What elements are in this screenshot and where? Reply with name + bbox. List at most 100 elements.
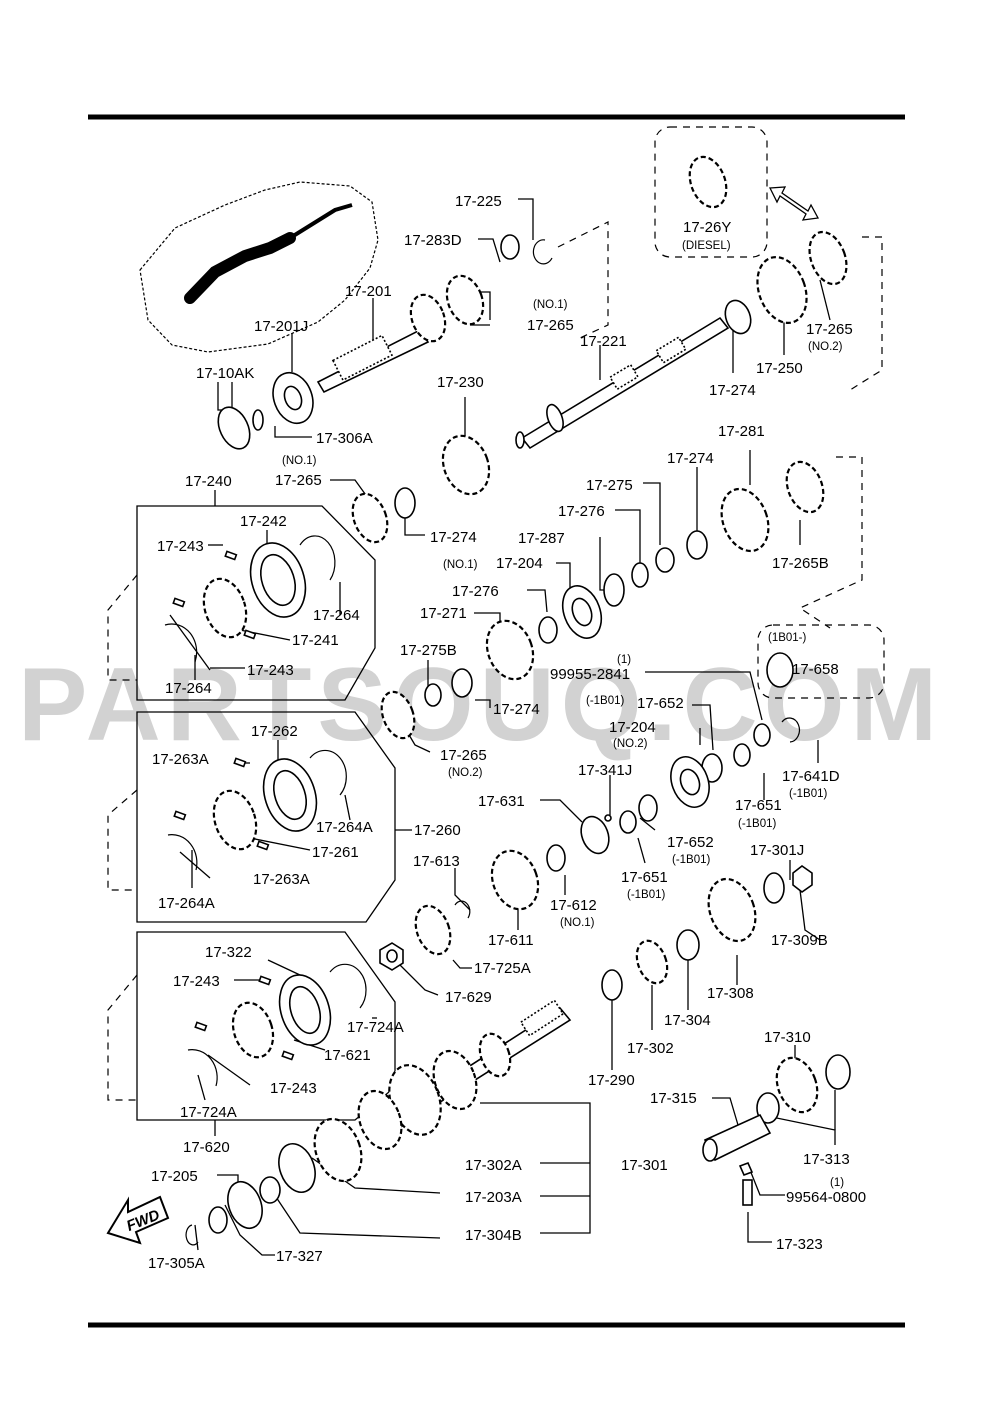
- part-label: 99955-2841: [550, 666, 630, 683]
- gear-icon: [441, 434, 491, 496]
- fwd-arrow-icon: FWD: [106, 1195, 170, 1245]
- bushing-icon: [655, 547, 675, 573]
- synchro-ring-diesel-icon: [688, 155, 728, 209]
- part-label-note: (-1B01): [627, 889, 666, 901]
- part-label: 17-658: [792, 661, 839, 678]
- part-label: 17-265B: [772, 555, 829, 572]
- synchro-hub-icon: [212, 789, 258, 851]
- synchro-hub-icon: [202, 577, 248, 639]
- ball-bearing-icon: [601, 969, 623, 1001]
- part-label: 17-309B: [771, 932, 828, 949]
- transmission-case-outline: [139, 181, 379, 353]
- part-label-note: (NO.2): [448, 767, 483, 779]
- part-label: 17-651: [735, 797, 782, 814]
- part-label: 17-271: [420, 605, 467, 622]
- gear-icon: [720, 487, 770, 553]
- needle-bearing-icon: [394, 487, 416, 519]
- part-label: 17-612: [550, 897, 597, 914]
- washer-icon: [538, 616, 558, 644]
- part-label: 17-724A: [347, 1019, 404, 1036]
- part-label: 17-302: [627, 1040, 674, 1057]
- part-label-note: (DIESEL): [682, 240, 731, 252]
- bolt-icon: [753, 723, 771, 747]
- part-label: 17-203A: [465, 1189, 522, 1206]
- part-label: 17-264: [313, 607, 360, 624]
- bearing-icon: [259, 1176, 281, 1204]
- part-label: 17-621: [324, 1047, 371, 1064]
- part-label: 99564-0800: [786, 1189, 866, 1206]
- gear-icon: [490, 849, 540, 911]
- part-label-note: (NO.1): [533, 299, 568, 311]
- part-label: 17-327: [276, 1248, 323, 1265]
- part-label: 17-275: [586, 477, 633, 494]
- part-label: 17-724A: [180, 1104, 237, 1121]
- part-label: 17-620: [183, 1139, 230, 1156]
- part-label: 17-201: [345, 283, 392, 300]
- synchro-ring-icon: [445, 274, 485, 326]
- part-label-note: (-1B01): [738, 818, 777, 830]
- shim-icon: [619, 810, 637, 834]
- part-label: 17-265: [806, 321, 853, 338]
- part-label: 17-261: [312, 844, 359, 861]
- gear-icon: [756, 255, 808, 325]
- part-label: 17-240: [185, 473, 232, 490]
- part-label: 17-631: [478, 793, 525, 810]
- synchro-hub-icon: [231, 1001, 275, 1059]
- part-label: 17-322: [205, 944, 252, 961]
- washer-icon: [603, 573, 625, 607]
- key-icon: [173, 810, 187, 821]
- part-label: 17-274: [667, 450, 714, 467]
- part-label: 17-250: [756, 360, 803, 377]
- part-label: 17-651: [621, 869, 668, 886]
- part-label: 17-308: [707, 985, 754, 1002]
- part-label: 17-264: [165, 680, 212, 697]
- part-label: 17-301J: [750, 842, 804, 859]
- spring-icon: [167, 834, 198, 871]
- washer-icon: [756, 1092, 780, 1124]
- part-label: 17-221: [580, 333, 627, 350]
- snap-ring-icon: [781, 717, 800, 743]
- key-icon: [172, 597, 186, 608]
- spring-icon: [164, 623, 198, 663]
- part-label: 17-287: [518, 530, 565, 547]
- part-label: 17-323: [776, 1236, 823, 1253]
- part-label: 17-265: [527, 317, 574, 334]
- key-icon: [194, 1021, 208, 1032]
- part-label-note: (NO.2): [808, 341, 843, 353]
- part-label: 17-204: [496, 555, 543, 572]
- synchro-ring-icon: [380, 690, 416, 740]
- part-label: 17-243: [270, 1080, 317, 1097]
- washer-icon: [738, 1161, 754, 1177]
- part-label: 17-201J: [254, 318, 308, 335]
- part-label: 17-652: [637, 695, 684, 712]
- part-label: 17-10AK: [196, 365, 254, 382]
- snap-ring-icon: [185, 1224, 199, 1246]
- part-label: 17-265: [275, 472, 322, 489]
- part-label: 17-274: [493, 701, 540, 718]
- washer-icon: [825, 1054, 851, 1090]
- washer-icon: [638, 794, 658, 822]
- part-label: 17-281: [718, 423, 765, 440]
- part-label: 17-310: [764, 1029, 811, 1046]
- snap-ring-icon: [252, 409, 264, 431]
- sleeve-icon: [676, 929, 700, 961]
- part-label: 17-274: [709, 382, 756, 399]
- part-label: 17-205: [151, 1168, 198, 1185]
- double-arrow-icon: [768, 186, 820, 221]
- gear-icon: [635, 939, 669, 985]
- part-label: 17-641D: [782, 768, 840, 785]
- ball-bearing-icon: [763, 872, 785, 904]
- part-label: 17-241: [292, 632, 339, 649]
- part-label: 17-204: [609, 719, 656, 736]
- spring-icon: [299, 535, 336, 581]
- spring-icon: [187, 1049, 218, 1087]
- seal-icon: [217, 406, 251, 450]
- part-label: 17-611: [488, 932, 534, 949]
- part-label: 17-341J: [578, 762, 632, 779]
- gear-icon: [707, 877, 757, 943]
- part-label-note: (NO.1): [560, 917, 595, 929]
- part-label: 17-304: [664, 1012, 711, 1029]
- washer-icon: [631, 562, 649, 588]
- key-icon: [243, 629, 257, 640]
